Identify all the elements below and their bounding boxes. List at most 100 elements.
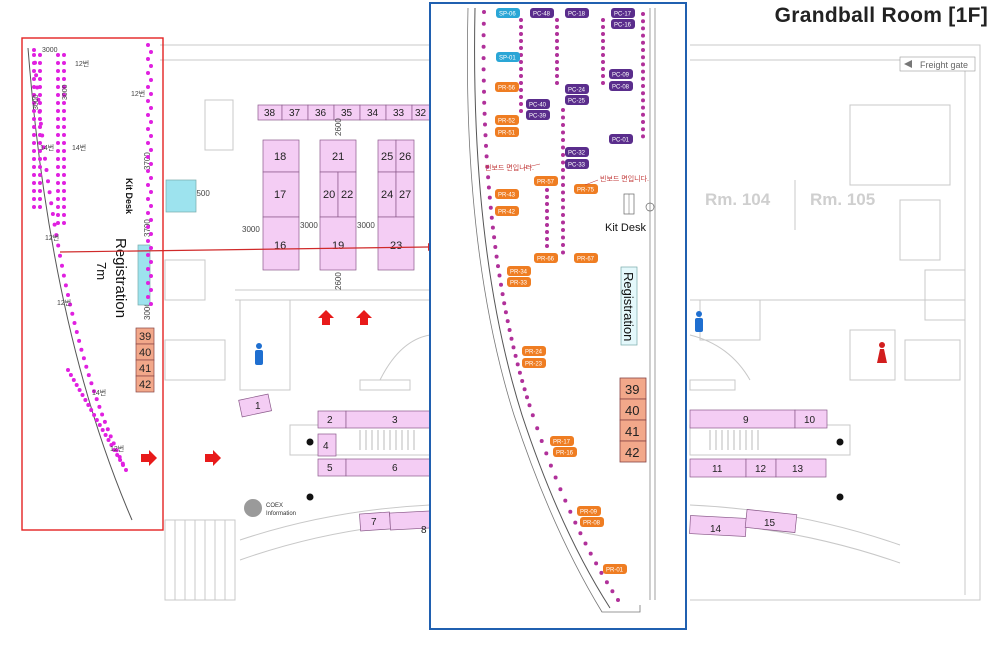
poster-dot — [146, 85, 150, 89]
inset-detail-box — [429, 2, 687, 630]
booth-23[interactable] — [377, 216, 415, 271]
badge-pr-56[interactable] — [495, 82, 519, 92]
booth-33-label: 33 — [393, 108, 405, 119]
badge-pr-67[interactable] — [574, 253, 598, 263]
information-label: Information — [266, 511, 296, 517]
booth-19[interactable] — [319, 216, 357, 271]
kit-desk-left: Kit Desk — [124, 178, 197, 215]
badge-sp-01[interactable] — [496, 52, 520, 62]
booth-10[interactable] — [794, 409, 828, 429]
badge-pr-42-label: PR-42 — [498, 210, 516, 216]
badge-pc-16[interactable] — [611, 19, 635, 29]
kit-desk-table[interactable] — [165, 179, 197, 213]
badge-pr-23[interactable] — [522, 358, 546, 368]
booth-6[interactable] — [345, 458, 431, 477]
booth-21[interactable] — [319, 139, 357, 173]
booth-42-left[interactable] — [135, 375, 155, 393]
arrow-up-icon-1 — [318, 310, 334, 325]
poster-dot — [494, 254, 499, 259]
badge-pc-01[interactable] — [609, 134, 633, 144]
booth-15[interactable] — [744, 509, 798, 533]
poster-dot — [641, 127, 645, 132]
poster-dot — [32, 53, 36, 57]
page-title: Grandball Room [1F] — [774, 4, 988, 27]
badge-pr-42[interactable] — [495, 206, 519, 216]
badge-pr-43-label: PR-43 — [498, 193, 516, 199]
badge-pc-24[interactable] — [565, 84, 589, 94]
poster-dot — [610, 589, 615, 594]
badge-pc-32[interactable] — [565, 147, 589, 157]
badge-pr-75-label: PR-75 — [577, 188, 595, 194]
badge-pc-17[interactable] — [611, 8, 635, 18]
badge-pc-08[interactable] — [609, 81, 633, 91]
poster-dot — [32, 181, 36, 185]
badge-pr-66[interactable] — [534, 253, 558, 263]
poster-dot — [483, 133, 488, 138]
booth-16[interactable] — [262, 216, 300, 271]
badge-pr-33[interactable] — [507, 277, 531, 287]
badge-pr-51[interactable] — [495, 127, 519, 137]
arrow-right-icon-2 — [205, 450, 221, 466]
poster-dot — [561, 235, 565, 240]
poster-dot — [482, 100, 487, 105]
poster-dot — [515, 362, 520, 367]
booth-42-inset[interactable] — [619, 440, 647, 463]
man-restroom-icon-right — [695, 311, 703, 332]
booth-13[interactable] — [775, 458, 827, 478]
poster-dot — [38, 197, 42, 201]
poster-dot — [56, 173, 60, 177]
row-12-a: 12번 — [75, 59, 89, 68]
booth-17[interactable] — [262, 171, 300, 218]
row-3000-top-a: 3000 — [42, 47, 58, 54]
poster-dot — [545, 223, 549, 227]
coex-label: COEX — [266, 503, 283, 509]
left-curved-wall — [27, 47, 133, 521]
poster-dot — [561, 145, 565, 150]
dim-2600-a: 2600 — [334, 272, 343, 290]
badge-pr-17[interactable] — [550, 436, 574, 446]
poster-dot — [62, 77, 66, 81]
poster-dot — [44, 168, 49, 172]
registration-counter-inset[interactable] — [620, 266, 638, 346]
badge-sp-06[interactable] — [496, 8, 520, 18]
badge-pc-25[interactable] — [565, 95, 589, 105]
badge-pr-01[interactable] — [603, 564, 627, 574]
badge-pc-39[interactable] — [526, 110, 550, 120]
badge-pc-18[interactable] — [565, 8, 589, 18]
poster-dot — [146, 127, 150, 131]
booth-4[interactable] — [317, 433, 337, 457]
poster-dot — [149, 204, 153, 208]
booth-1[interactable] — [238, 393, 272, 418]
badge-pc-40-label: PC-40 — [529, 103, 547, 109]
registration-inset-label: Registration — [621, 272, 636, 341]
dim-3700-a: 3700 — [143, 152, 152, 170]
badge-pr-24[interactable] — [522, 346, 546, 356]
booth-3[interactable] — [345, 410, 431, 429]
poster-dot — [573, 520, 578, 525]
poster-dot — [555, 74, 559, 78]
poster-dot — [106, 438, 111, 442]
badge-pr-57[interactable] — [534, 176, 558, 186]
badge-pr-16[interactable] — [553, 447, 577, 457]
poster-dot — [56, 243, 61, 248]
badge-pr-08[interactable] — [580, 517, 604, 527]
badge-pr-52[interactable] — [495, 115, 519, 125]
poster-dot — [601, 25, 605, 29]
badge-pr-09[interactable] — [577, 506, 601, 516]
poster-dot — [32, 165, 36, 169]
poster-dot — [62, 149, 66, 153]
badge-pr-43[interactable] — [495, 189, 519, 199]
poster-dot — [525, 395, 529, 400]
badge-pr-75[interactable] — [574, 184, 598, 194]
badge-pc-40[interactable] — [526, 99, 550, 109]
badge-pr-34[interactable] — [507, 266, 531, 276]
poster-dot — [519, 60, 523, 64]
poster-dot — [56, 109, 60, 113]
poster-dot — [561, 243, 565, 247]
poster-dot — [496, 264, 500, 269]
badge-pc-09[interactable] — [609, 69, 633, 79]
badge-pc-48[interactable] — [530, 8, 554, 18]
poster-dot — [56, 69, 60, 73]
badge-pc-32-label: PC-32 — [568, 151, 586, 157]
badge-pc-33[interactable] — [565, 159, 589, 169]
